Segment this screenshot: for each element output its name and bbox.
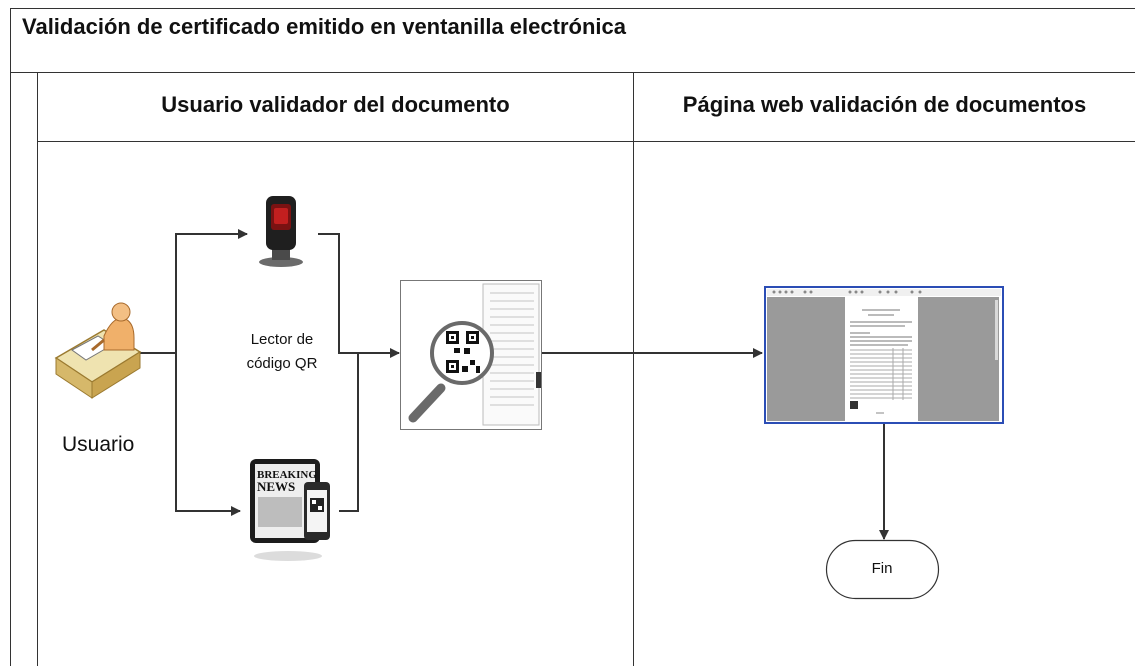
lane-title-webpage: Página web validación de documentos: [682, 92, 1087, 117]
tablet-headline-1: BREAKING: [257, 469, 317, 481]
qr-magnifier-document: [400, 280, 542, 430]
tablet-headline-2: NEWS: [257, 479, 295, 494]
user-at-desk-icon: [54, 302, 142, 399]
connector-to-scanner: [175, 229, 248, 353]
scanner-caption-line-2: código QR: [246, 355, 318, 372]
tablet-news-icon: BREAKING NEWS: [248, 456, 330, 564]
user-label: Usuario: [62, 433, 135, 456]
end-terminator: [825, 539, 940, 600]
scanner-caption-line-1: Lector de: [250, 331, 314, 348]
lane-title-user: Usuario validador del documento: [161, 92, 510, 117]
end-label: Fin: [871, 560, 893, 577]
connector-scanner-to-qr: [318, 233, 400, 358]
flow-connectors: [138, 229, 889, 540]
pool-frame: [10, 8, 1135, 666]
connector-to-tablet: [175, 353, 241, 516]
qr-scanner-icon: [255, 190, 307, 268]
validation-webpage-screenshot: [764, 286, 1004, 424]
connector-tablet-to-qr: [339, 353, 359, 512]
diagram-title: Validación de certificado emitido en ven…: [22, 14, 626, 39]
scanner-caption: Lector de código QR: [226, 328, 338, 376]
